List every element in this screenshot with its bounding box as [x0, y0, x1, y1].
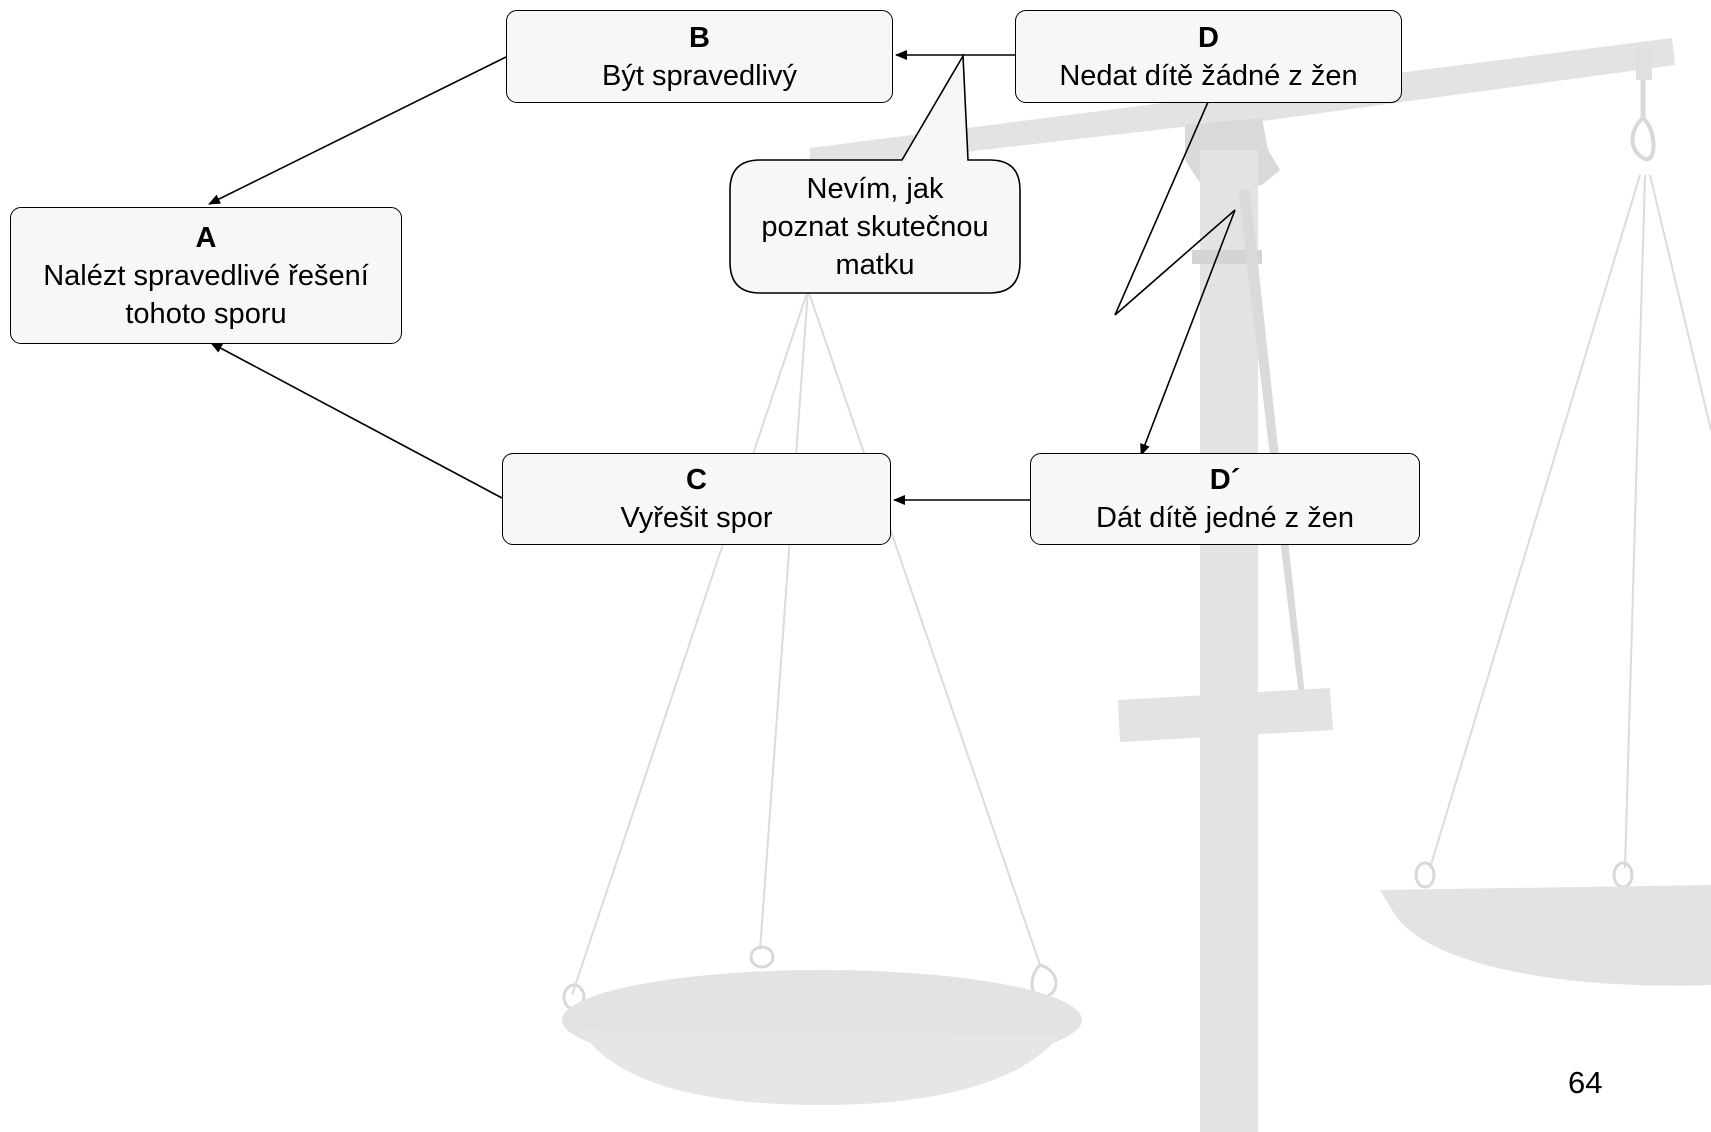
- callout-line1: Nevím, jak: [806, 173, 944, 205]
- callout-line3: matku: [835, 249, 915, 281]
- node-d-letter: D: [1198, 21, 1219, 54]
- node-c: C Vyřešit spor: [502, 453, 891, 545]
- arrow-b-to-a: [208, 56, 507, 205]
- arrow-d-to-dprime: [1114, 101, 1236, 456]
- node-c-text: Vyřešit spor: [620, 502, 773, 534]
- node-d-prime-letter: D´: [1209, 464, 1241, 496]
- callout-line2: poznat skutečnou: [761, 211, 989, 243]
- node-d-prime-text: Dát dítě jedné z žen: [1096, 502, 1354, 534]
- node-a-text-line2: tohoto sporu: [125, 297, 287, 330]
- page-number: 64: [1568, 1065, 1603, 1100]
- node-d-text: Nedat dítě žádné z žen: [1059, 59, 1358, 92]
- node-b: B Být spravedlivý: [506, 10, 893, 103]
- node-a: A Nalézt spravedlivé řešení tohoto sporu: [10, 207, 402, 344]
- node-d-prime: D´ Dát dítě jedné z žen: [1030, 453, 1420, 545]
- node-d: D Nedat dítě žádné z žen: [1015, 10, 1402, 103]
- node-a-letter: A: [195, 221, 217, 254]
- node-a-text-line1: Nalézt spravedlivé řešení: [43, 259, 369, 292]
- callout-bubble: [729, 53, 1021, 294]
- arrow-c-to-a: [210, 342, 503, 499]
- node-b-text: Být spravedlivý: [601, 59, 797, 92]
- node-c-letter: C: [686, 464, 707, 496]
- callout-text: Nevím, jak poznat skutečnou matku: [730, 170, 1020, 284]
- node-b-letter: B: [689, 21, 710, 54]
